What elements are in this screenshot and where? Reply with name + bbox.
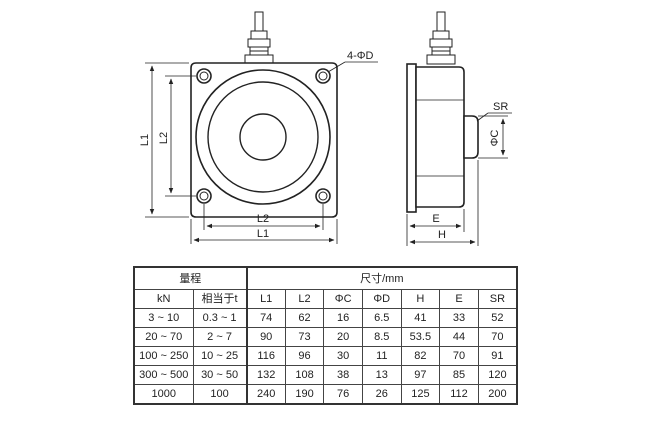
- side-body: [415, 66, 465, 208]
- table-cell: 26: [361, 384, 402, 405]
- col-header-ton: 相当于t: [192, 289, 248, 309]
- dim-h-label: H: [438, 229, 446, 241]
- dim-l2-horizontal: L2: [257, 213, 269, 225]
- table-cell: 85: [439, 365, 479, 385]
- table-row: 3 ~ 10 0.3 ~ 1 74 62 16 6.5 41 33 52: [133, 308, 518, 328]
- table-cell: 76: [323, 384, 363, 405]
- table-cell: 240: [246, 384, 286, 405]
- column-header-row: kN 相当于t L1 L2 ΦC ΦD H E SR: [133, 289, 518, 309]
- table-cell: 91: [477, 346, 518, 366]
- table-cell: 82: [400, 346, 441, 366]
- front-view: 4-ΦD L1 L2 L2 L1: [139, 11, 378, 244]
- side-cable-gland: [426, 30, 456, 65]
- dim-l2-vertical: L2: [158, 132, 170, 144]
- mounting-holes: [196, 68, 331, 204]
- table-cell: 20: [323, 327, 363, 347]
- front-cable-gland: [244, 30, 274, 65]
- table-cell: 30 ~ 50: [192, 365, 248, 385]
- spec-table: 量程 尺寸/mm kN 相当于t L1 L2 ΦC ΦD H E SR 3 ~ …: [133, 266, 518, 405]
- table-cell: 41: [400, 308, 441, 328]
- col-header-sr: SR: [477, 289, 518, 309]
- table-cell: 112: [439, 384, 479, 405]
- table-cell: 52: [477, 308, 518, 328]
- col-header-e: E: [439, 289, 479, 309]
- table-cell: 62: [284, 308, 325, 328]
- table-cell: 70: [439, 346, 479, 366]
- table-cell: 96: [284, 346, 325, 366]
- side-cable: [436, 11, 446, 33]
- table-cell: 100 ~ 250: [133, 346, 194, 366]
- sr-label: SR: [493, 101, 508, 113]
- table-cell: 13: [361, 365, 402, 385]
- table-cell: 108: [284, 365, 325, 385]
- table-cell: 132: [246, 365, 286, 385]
- table-cell: 1000: [133, 384, 194, 405]
- vertical-dimensions: [145, 62, 196, 218]
- table-cell: 125: [400, 384, 441, 405]
- table-cell: 2 ~ 7: [192, 327, 248, 347]
- table-row: 300 ~ 500 30 ~ 50 132 108 38 13 97 85 12…: [133, 365, 518, 385]
- side-flange: [406, 63, 417, 213]
- horizontal-dimensions: [190, 204, 338, 244]
- dim-l1-vertical: L1: [139, 134, 151, 146]
- table-cell: 74: [246, 308, 286, 328]
- dimensions-group-header: 尺寸/mm: [246, 266, 518, 290]
- table-cell: 73: [284, 327, 325, 347]
- table-cell: 16: [323, 308, 363, 328]
- loading-button-circle: [239, 113, 287, 161]
- col-header-phi-d: ΦD: [361, 289, 402, 309]
- col-header-h: H: [400, 289, 441, 309]
- table-cell: 8.5: [361, 327, 402, 347]
- table-cell: 44: [439, 327, 479, 347]
- table-cell: 116: [246, 346, 286, 366]
- table-row: 20 ~ 70 2 ~ 7 90 73 20 8.5 53.5 44 70: [133, 327, 518, 347]
- table-cell: 6.5: [361, 308, 402, 328]
- table-cell: 90: [246, 327, 286, 347]
- table-cell: 33: [439, 308, 479, 328]
- table-cell: 10 ~ 25: [192, 346, 248, 366]
- table-cell: 30: [323, 346, 363, 366]
- col-header-l1: L1: [246, 289, 286, 309]
- table-cell: 200: [477, 384, 518, 405]
- table-cell: 0.3 ~ 1: [192, 308, 248, 328]
- range-group-header: 量程: [133, 266, 248, 290]
- table-row: 100 ~ 250 10 ~ 25 116 96 30 11 82 70 91: [133, 346, 518, 366]
- table-cell: 38: [323, 365, 363, 385]
- table-cell: 20 ~ 70: [133, 327, 194, 347]
- table-row: 1000 100 240 190 76 26 125 112 200: [133, 384, 518, 405]
- dim-l1-horizontal: L1: [257, 228, 269, 240]
- table-cell: 11: [361, 346, 402, 366]
- table-cell: 300 ~ 500: [133, 365, 194, 385]
- group-header-row: 量程 尺寸/mm: [133, 266, 518, 290]
- table-cell: 97: [400, 365, 441, 385]
- load-cell-drawing: 4-ΦD L1 L2 L2 L1: [139, 11, 512, 246]
- col-header-l2: L2: [284, 289, 325, 309]
- phi-c-label: ΦC: [489, 130, 501, 147]
- side-loading-button: [463, 115, 479, 159]
- col-header-kn: kN: [133, 289, 194, 309]
- hole-callout-label: 4-ΦD: [347, 50, 374, 62]
- col-header-phi-c: ΦC: [323, 289, 363, 309]
- table-cell: 53.5: [400, 327, 441, 347]
- table-cell: 120: [477, 365, 518, 385]
- table-cell: 3 ~ 10: [133, 308, 194, 328]
- dim-e-label: E: [432, 213, 439, 225]
- table-cell: 100: [192, 384, 248, 405]
- table-cell: 190: [284, 384, 325, 405]
- side-view: SR ΦC E H: [406, 11, 512, 246]
- front-cable: [254, 11, 264, 33]
- table-cell: 70: [477, 327, 518, 347]
